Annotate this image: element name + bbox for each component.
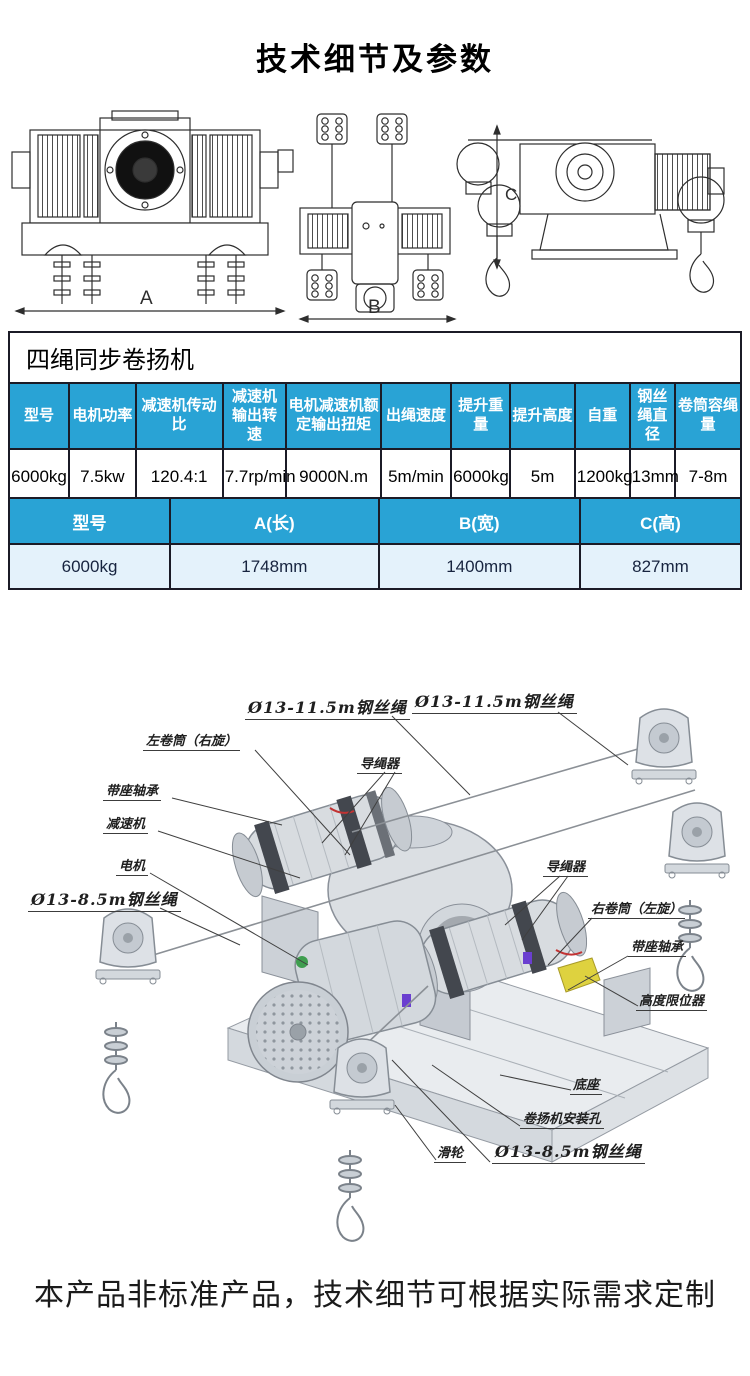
spec-header-model: 型号 — [7, 381, 71, 451]
spec-table: 四绳同步卷扬机 型号 电机功率 减速机传动比 减速机输出转速 电机减速机额定输出… — [7, 331, 742, 507]
label-bearing-right: 带座轴承 — [628, 936, 687, 957]
pulley-left-shape — [95, 908, 161, 985]
dimension-data-row: 6000kg 1748mm 1400mm 827mm — [7, 543, 743, 590]
label-reducer: 减速机 — [103, 813, 149, 834]
spec-header-self-weight: 自重 — [573, 381, 631, 451]
label-wire-rope-8-5m-bottom: Ø13-8.5m钢丝绳 — [492, 1138, 645, 1164]
spec-value-motor-power: 7.5kw — [68, 448, 137, 507]
pulley-right-shape — [664, 802, 730, 879]
dimension-label-b: B — [368, 297, 381, 318]
spec-value-lift-weight: 6000kg — [450, 448, 512, 507]
end-view-drawing: C — [456, 124, 725, 297]
engineering-drawings: A — [0, 108, 750, 326]
spec-table-section: 四绳同步卷扬机 型号 电机功率 减速机传动比 减速机输出转速 电机减速机额定输出… — [7, 331, 742, 507]
label-left-drum: 左卷筒（右旋） — [143, 730, 241, 751]
dimension-label-c: C — [505, 185, 517, 204]
spec-header-row: 型号 电机功率 减速机传动比 减速机输出转速 电机减速机额定输出扭矩 出绳速度 … — [7, 381, 742, 451]
hook-left-shape — [102, 1021, 131, 1114]
spec-header-lift-weight: 提升重量 — [450, 381, 512, 451]
pedestal-right-shape — [603, 967, 651, 1037]
pulley-bottom-shape — [329, 1038, 395, 1115]
right-drum-shape — [406, 891, 588, 1003]
spec-header-motor-power: 电机功率 — [68, 381, 137, 451]
wire-ropes — [149, 741, 696, 1049]
footer-note: 本产品非标准产品，技术细节可根据实际需求定制 — [34, 1279, 716, 1312]
spec-value-rated-torque: 9000N.m — [285, 448, 382, 507]
label-right-drum: 右卷筒（左旋） — [588, 898, 686, 919]
rotation-arrow-left — [329, 807, 355, 814]
spec-value-gear-ratio: 120.4:1 — [134, 448, 224, 507]
page-title: 技术细节及参数 — [256, 42, 494, 77]
label-bearing-left: 带座轴承 — [103, 780, 162, 801]
limit-switch-shape — [557, 957, 601, 993]
spec-header-rated-torque: 电机减速机额定输出扭矩 — [285, 381, 382, 451]
dimension-table-section: 型号 A(长) B(宽) C(高) 6000kg 1748mm 1400mm 8… — [7, 497, 743, 590]
dim-header-model: 型号 — [7, 497, 172, 545]
parts-diagram: Ø13-11.5m钢丝绳 Ø13-11.5m钢丝绳 左卷筒（右旋） 导绳器 带座… — [0, 650, 750, 1242]
dim-header-height: C(高) — [578, 497, 743, 545]
spec-header-gear-ratio: 减速机传动比 — [134, 381, 224, 451]
winch-3d-render — [95, 708, 730, 1242]
engineering-drawings-svg: A — [11, 110, 725, 323]
side-view-drawing: B — [298, 113, 457, 323]
callout-leaders — [149, 711, 639, 1163]
spec-header-rope-speed: 出绳速度 — [379, 381, 453, 451]
dim-value-width: 1400mm — [377, 543, 581, 590]
label-wire-rope-11-5m-left: Ø13-11.5m钢丝绳 — [245, 694, 410, 720]
spec-table-title: 四绳同步卷扬机 — [8, 331, 742, 384]
label-wire-rope-11-5m-right: Ø13-11.5m钢丝绳 — [412, 688, 577, 714]
dimension-table: 型号 A(长) B(宽) C(高) 6000kg 1748mm 1400mm 8… — [7, 497, 743, 590]
spec-value-rope-speed: 5m/min — [379, 448, 453, 507]
label-pulley: 滑轮 — [434, 1142, 467, 1163]
accent-purple2-shape — [523, 952, 532, 964]
dim-value-length: 1748mm — [169, 543, 380, 590]
dim-value-model: 6000kg — [7, 543, 172, 590]
dim-header-length: A(长) — [169, 497, 380, 545]
hook-bottom-shape — [336, 1149, 365, 1242]
spec-value-self-weight: 1200kg — [573, 448, 633, 507]
spec-value-rope-diameter: 13mm — [628, 448, 679, 507]
accent-purple-shape — [402, 994, 411, 1007]
dim-value-height: 827mm — [578, 543, 743, 590]
spec-value-output-speed: 7.7rp/min — [221, 448, 296, 507]
dimension-label-a: A — [140, 288, 153, 309]
label-mounting-holes: 卷扬机安装孔 — [520, 1108, 605, 1129]
front-view-drawing: A — [11, 110, 294, 315]
spec-value-model: 6000kg — [7, 448, 71, 507]
label-rope-guide-right: 导绳器 — [543, 856, 589, 877]
label-wire-rope-8-5m-left: Ø13-8.5m钢丝绳 — [28, 886, 181, 912]
label-base: 底座 — [570, 1074, 603, 1095]
spec-header-output-speed: 减速机输出转速 — [221, 381, 288, 451]
spec-header-rope-diameter: 钢丝绳直径 — [628, 381, 677, 451]
spec-header-drum-capacity: 卷筒容绳量 — [674, 381, 742, 451]
spec-value-drum-capacity: 7-8m — [674, 448, 742, 507]
dimension-header-row: 型号 A(长) B(宽) C(高) — [7, 497, 743, 545]
pulley-top-right-shape — [631, 708, 697, 785]
label-motor: 电机 — [116, 855, 149, 876]
label-height-limiter: 高度限位器 — [636, 990, 708, 1011]
label-rope-guide-left: 导绳器 — [357, 753, 403, 774]
dim-header-width: B(宽) — [377, 497, 581, 545]
spec-header-lift-height: 提升高度 — [509, 381, 576, 451]
rotation-arrow-right — [555, 949, 583, 956]
